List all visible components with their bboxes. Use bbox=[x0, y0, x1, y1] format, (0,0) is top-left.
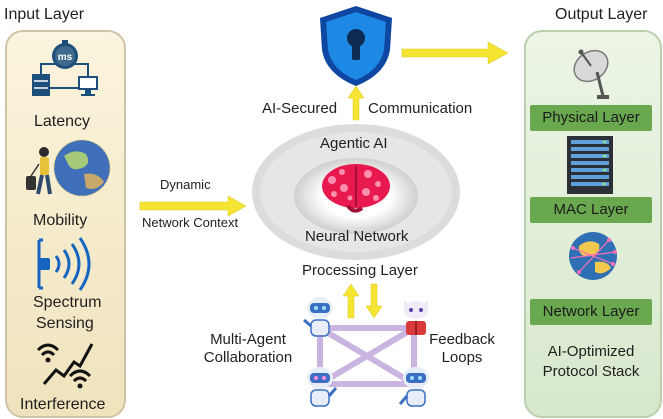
communication-label: Communication bbox=[368, 100, 473, 117]
multi-agent-label-line2: Collaboration bbox=[203, 349, 293, 366]
feedback-label-line1: Feedback bbox=[429, 331, 495, 348]
spectrum-label-line1: Spectrum bbox=[33, 294, 102, 311]
feedback-label-line2: Loops bbox=[441, 349, 483, 366]
satellite-dish-icon bbox=[573, 49, 609, 99]
input-layer-title: Input Layer bbox=[4, 6, 85, 23]
interference-label: Interference bbox=[20, 396, 106, 413]
interference-wifi-icon bbox=[36, 343, 94, 389]
latency-ms-badge: ms bbox=[58, 52, 73, 63]
agent-robot-icon bbox=[307, 367, 338, 407]
physical-layer-box: Physical Layer bbox=[530, 105, 652, 131]
context-arrow bbox=[139, 195, 247, 217]
processing-up-arrow bbox=[342, 283, 360, 319]
network-layer-box: Network Layer bbox=[530, 299, 652, 325]
latency-label: Latency bbox=[34, 113, 91, 130]
neural-network-label: Neural Network bbox=[305, 228, 409, 245]
mac-server-rack-icon bbox=[567, 136, 613, 194]
agentic-ai-label: Agentic AI bbox=[320, 135, 388, 152]
multi-agent-label-line1: Multi-Agent bbox=[210, 331, 286, 348]
ai-secured-label: AI-Secured bbox=[262, 100, 338, 117]
neural-brain-icon bbox=[322, 164, 390, 213]
mobility-label: Mobility bbox=[33, 212, 88, 229]
secured-output-arrow bbox=[401, 41, 509, 65]
secured-up-arrow bbox=[347, 85, 365, 121]
network-context-label: Network Context bbox=[142, 215, 239, 230]
mobility-globe-traveler-icon bbox=[26, 139, 111, 197]
mac-layer-box: MAC Layer bbox=[530, 197, 652, 223]
dynamic-label: Dynamic bbox=[160, 177, 211, 192]
security-shield-icon bbox=[320, 6, 392, 86]
stack-label-line2: Protocol Stack bbox=[542, 363, 640, 380]
spectrum-label-line2: Sensing bbox=[36, 315, 94, 332]
agent-robot-icon bbox=[398, 367, 429, 407]
processing-down-arrow bbox=[365, 283, 383, 319]
agent-reader-robot-icon bbox=[404, 300, 428, 335]
processing-layer-label: Processing Layer bbox=[302, 262, 418, 279]
stack-label-line1: AI-Optimized bbox=[547, 343, 635, 360]
input-layer-panel bbox=[5, 30, 126, 418]
network-latency-icon: ms bbox=[32, 40, 98, 96]
agent-robot-icon bbox=[303, 297, 333, 337]
spectrum-sensing-icon bbox=[37, 237, 91, 291]
output-layer-panel bbox=[524, 30, 662, 418]
output-layer-title: Output Layer bbox=[555, 6, 648, 23]
network-globe-icon bbox=[569, 232, 617, 280]
